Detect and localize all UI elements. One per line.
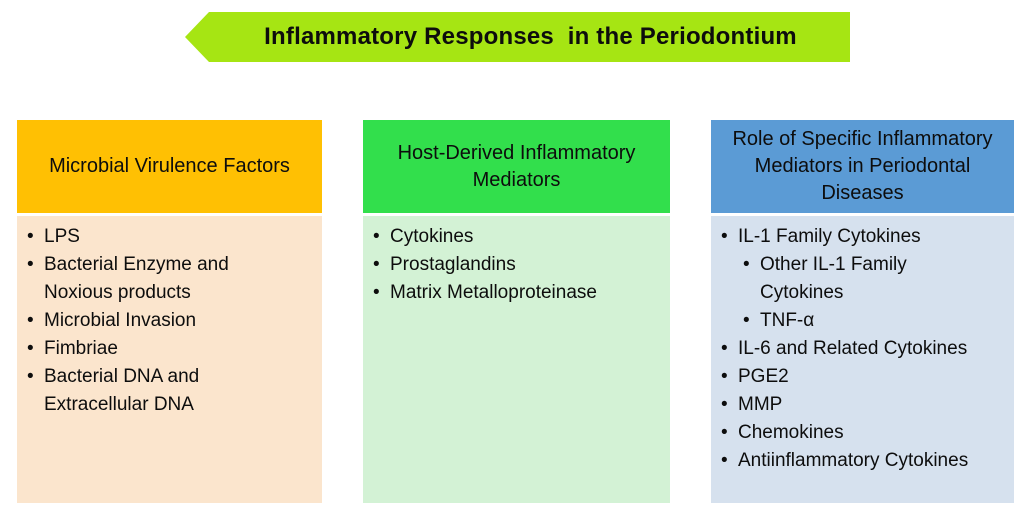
- list-item-text: PGE2: [738, 366, 789, 387]
- bullet-marker: •: [743, 310, 750, 331]
- list-item-nested: • Other IL-1 Family Cytokines: [743, 251, 945, 307]
- column-header-specific-mediators-role: Role of Specific Inflammatory Mediators …: [711, 120, 1014, 213]
- bullet-marker: •: [721, 338, 728, 359]
- bullet-marker: •: [27, 338, 34, 359]
- list-item-nested: • TNF-α: [743, 307, 945, 335]
- column-body-host-derived-mediators: • Cytokines • Prostaglandins • Matrix Me…: [363, 216, 670, 503]
- list-item: • Bacterial Enzyme and Noxious products: [27, 251, 249, 307]
- list-item: • PGE2: [721, 363, 1004, 391]
- list-item-text: IL-1 Family Cytokines: [738, 226, 921, 247]
- list-item-text: Other IL-1 Family Cytokines: [760, 254, 907, 303]
- list-item-text: Bacterial DNA and Extracellular DNA: [44, 366, 200, 415]
- list-item-text: Prostaglandins: [390, 254, 516, 275]
- list-item: • LPS: [27, 223, 249, 251]
- bullet-marker: •: [27, 366, 34, 387]
- list-item: • IL-6 and Related Cytokines: [721, 335, 1004, 363]
- column-body-specific-mediators-role: • IL-1 Family Cytokines • Other IL-1 Fam…: [711, 216, 1014, 503]
- column-header-host-derived-mediators: Host-Derived Inflammatory Mediators: [363, 120, 670, 213]
- list-item-text: Microbial Invasion: [44, 310, 197, 331]
- list-item-text: Cytokines: [390, 226, 474, 247]
- column-specific-mediators-role: Role of Specific Inflammatory Mediators …: [711, 120, 1014, 503]
- bullet-marker: •: [743, 254, 750, 275]
- slide-title: Inflammatory Responses in the Periodonti…: [264, 23, 797, 50]
- title-banner-arrow: Inflammatory Responses in the Periodonti…: [185, 12, 850, 62]
- column-header-microbial-virulence: Microbial Virulence Factors: [17, 120, 322, 213]
- bullet-marker: •: [27, 310, 34, 331]
- list-item-text: Bacterial Enzyme and Noxious products: [44, 254, 229, 303]
- list-item: • Chemokines: [721, 419, 1004, 447]
- bullet-marker: •: [721, 450, 728, 471]
- bullet-marker: •: [373, 226, 380, 247]
- list-item-text: LPS: [44, 226, 80, 247]
- column-body-microbial-virulence: • LPS • Bacterial Enzyme and Noxious pro…: [17, 216, 322, 503]
- list-item-text: Fimbriae: [44, 338, 118, 359]
- list-item: • Matrix Metalloproteinase: [373, 279, 660, 307]
- list-item: • Fimbriae: [27, 335, 249, 363]
- bullet-marker: •: [373, 254, 380, 275]
- list-item-text: Chemokines: [738, 422, 844, 443]
- column-host-derived-mediators: Host-Derived Inflammatory Mediators • Cy…: [363, 120, 670, 503]
- list-item: • IL-1 Family Cytokines: [721, 223, 1004, 251]
- list-item: • Bacterial DNA and Extracellular DNA: [27, 363, 249, 419]
- bullet-marker: •: [721, 366, 728, 387]
- bullet-marker: •: [721, 394, 728, 415]
- list-item-text: Matrix Metalloproteinase: [390, 282, 597, 303]
- list-item: • Prostaglandins: [373, 251, 660, 279]
- bullet-marker: •: [373, 282, 380, 303]
- list-item-text: MMP: [738, 394, 783, 415]
- bullet-marker: •: [721, 422, 728, 443]
- bullet-marker: •: [27, 226, 34, 247]
- column-microbial-virulence: Microbial Virulence Factors • LPS • Bact…: [17, 120, 322, 503]
- list-item: • Cytokines: [373, 223, 660, 251]
- list-item: • MMP: [721, 391, 1004, 419]
- list-item-text: TNF-α: [760, 310, 815, 331]
- list-item-text: IL-6 and Related Cytokines: [738, 338, 968, 359]
- bullet-marker: •: [27, 254, 34, 275]
- list-item: • Antiinflammatory Cytokines: [721, 447, 1004, 475]
- list-item: • Microbial Invasion: [27, 307, 249, 335]
- bullet-marker: •: [721, 226, 728, 247]
- list-item-text: Antiinflammatory Cytokines: [738, 450, 969, 471]
